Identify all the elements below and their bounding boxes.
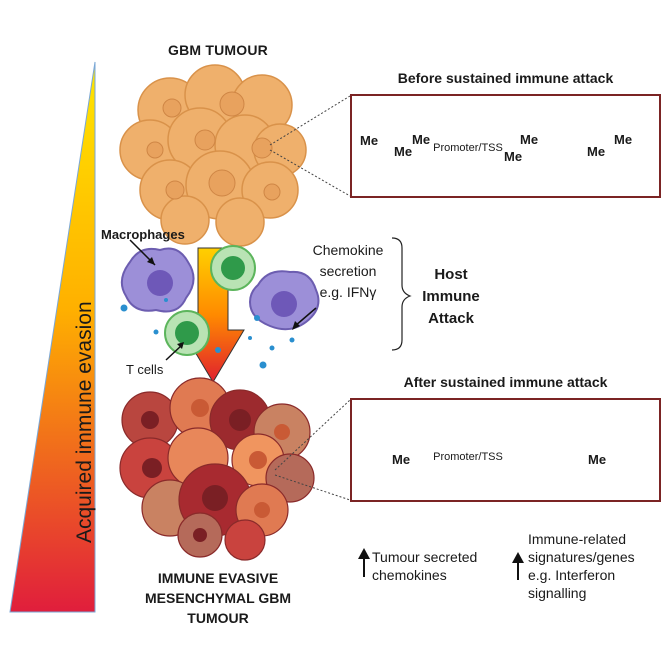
gbm-tumour-cluster	[119, 64, 307, 247]
methyl-label: Me	[392, 452, 411, 467]
up-arrow-icon	[358, 548, 370, 577]
host-attack-brace	[391, 237, 412, 351]
host-immune-attack-text: Host Immune Attack	[422, 266, 480, 327]
acquired-immune-evasion-label: Acquired immune evasion	[73, 301, 96, 543]
gbm-tumour-label: GBM TUMOUR	[168, 42, 268, 58]
t-cells-pointer	[165, 344, 183, 361]
macrophage-cell-2	[248, 270, 320, 331]
immune-evasive-tumour-label: IMMUNE EVASIVE MESENCHYMAL GBM TUMOUR	[145, 570, 291, 626]
methyl-label: Me	[394, 144, 413, 159]
chemokine-particles	[120, 298, 295, 369]
after-attack-box	[350, 398, 661, 502]
chemokine-secretion-text: Chemokine secretion e.g. IFNγ	[312, 242, 384, 300]
macrophage-2-pointer	[294, 307, 317, 327]
methyl-label: Me	[587, 144, 606, 159]
zoom-lines-bottom	[274, 399, 351, 501]
t-cells-label: T cells	[126, 362, 164, 377]
after-attack-title: After sustained immune attack	[403, 374, 608, 390]
immune-related-signatures-note: Immune-related signatures/genes e.g. Int…	[528, 531, 635, 601]
methyl-label: Me	[504, 149, 523, 164]
before-attack-title: Before sustained immune attack	[397, 70, 614, 86]
macrophage-cell	[120, 247, 195, 313]
macrophages-label: Macrophages	[101, 227, 185, 242]
before-attack-box	[350, 94, 661, 198]
evasion-gradient-triangle	[9, 61, 96, 613]
t-cell-2	[164, 310, 210, 356]
methyl-label: Me	[360, 133, 379, 148]
methyl-label: Me	[412, 132, 431, 147]
up-arrow-icon-2	[512, 552, 524, 580]
promoter-label-before: Promoter/TSS	[433, 142, 503, 154]
zoom-lines-top	[269, 95, 351, 197]
methyl-label: Me	[520, 132, 539, 147]
immune-evasive-tumour-cluster	[119, 377, 315, 561]
promoter-label-after: Promoter/TSS	[433, 451, 503, 463]
methyl-label: Me	[614, 132, 633, 147]
t-cell	[210, 245, 256, 291]
tumour-secreted-chemokines-note: Tumour secreted chemokines	[372, 549, 478, 583]
methyl-label: Me	[588, 452, 607, 467]
